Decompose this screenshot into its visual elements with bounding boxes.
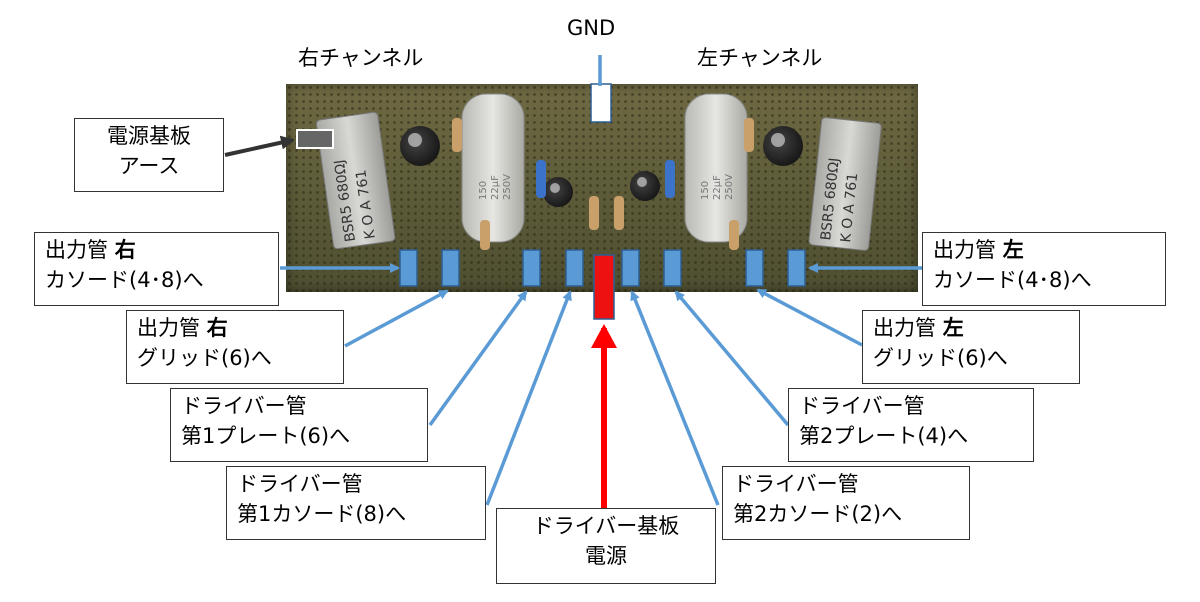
cap-right-marking-2: 22μF bbox=[712, 175, 723, 200]
out-r-cathode-line1: 出力管 右 bbox=[45, 235, 268, 265]
ground-box-line1: 電源基板 bbox=[107, 124, 191, 148]
ground-terminal bbox=[296, 129, 334, 149]
cap-left-marking-3: 250V bbox=[502, 174, 513, 200]
cement-resistor-left: BSR5 680ΩJ K O A 761 bbox=[315, 111, 396, 250]
ground-box: 電源基板 アース bbox=[74, 118, 224, 192]
drv-cathode1-line2: 第1カソード(8)へ bbox=[237, 502, 407, 526]
cement-resistor-right: BSR5 680ΩJ K O A 761 bbox=[808, 117, 882, 251]
arrow-drv-cathode1 bbox=[485, 290, 572, 506]
resistor-right-marking-2: K O A 761 bbox=[838, 172, 861, 243]
small-resistors bbox=[452, 118, 754, 250]
out-l-grid-box: 出力管 左 グリッド(6)へ bbox=[862, 310, 1080, 384]
arrow-out-r-grid bbox=[344, 289, 449, 348]
drv-cathode2-line1: ドライバー管 bbox=[733, 472, 859, 496]
out-r-grid-line1: 出力管 右 bbox=[137, 313, 333, 343]
out-l-grid-prefix: 出力管 bbox=[873, 316, 936, 340]
gnd-terminal bbox=[590, 83, 612, 123]
out-r-grid-bold: 右 bbox=[206, 316, 228, 340]
terminal-drv-cathode1 bbox=[565, 249, 584, 287]
arrow-drv-plate2 bbox=[674, 290, 790, 427]
drv-power-box: ドライバー基板 電源 bbox=[496, 508, 716, 584]
terminal-drv-cathode2 bbox=[621, 249, 640, 287]
drv-cathode2-box: ドライバー管 第2カソード(2)へ bbox=[722, 466, 970, 540]
drv-power-line2: 電源 bbox=[585, 544, 627, 568]
cap-left-marking-2: 22μF bbox=[490, 175, 501, 200]
out-r-grid-prefix: 出力管 bbox=[137, 316, 200, 340]
terminal-out-r-cathode bbox=[399, 249, 418, 287]
electrolytic-cap-1 bbox=[400, 126, 440, 166]
drv-power-line1: ドライバー基板 bbox=[532, 514, 680, 538]
arrow-out-l-grid bbox=[756, 288, 863, 347]
electrolytic-cap-2 bbox=[763, 126, 803, 166]
out-r-cathode-line2: カソード(4･8)へ bbox=[45, 268, 204, 292]
drv-plate1-box: ドライバー管 第1プレート(6)へ bbox=[170, 388, 428, 462]
drv-plate2-box: ドライバー管 第2プレート(4)へ bbox=[788, 388, 1034, 462]
drv-plate1-line1: ドライバー管 bbox=[181, 394, 307, 418]
drv-cathode2-line2: 第2カソード(2)へ bbox=[733, 502, 903, 526]
drv-plate1-line2: 第1プレート(6)へ bbox=[181, 424, 351, 448]
drv-plate2-line2: 第2プレート(4)へ bbox=[799, 424, 969, 448]
out-r-grid-box: 出力管 右 グリッド(6)へ bbox=[126, 310, 344, 384]
ground-box-line2: アース bbox=[118, 154, 180, 178]
terminal-out-l-cathode bbox=[787, 249, 806, 287]
out-l-grid-line2: グリッド(6)へ bbox=[873, 346, 1008, 370]
drv-cathode1-line1: ドライバー管 bbox=[237, 472, 363, 496]
out-l-cathode-box: 出力管 左 カソード(4･8)へ bbox=[922, 232, 1166, 306]
terminal-out-l-grid bbox=[745, 249, 764, 287]
arrow-ground bbox=[224, 135, 295, 157]
out-r-grid-line2: グリッド(6)へ bbox=[137, 346, 272, 370]
left-channel-label: 左チャンネル bbox=[697, 46, 823, 70]
terminal-drv-plate2 bbox=[663, 249, 682, 287]
terminal-drv-plate1 bbox=[522, 249, 541, 287]
arrow-drv-plate1 bbox=[428, 290, 528, 427]
board-components: BSR5 680ΩJ K O A 761 BSR5 680ΩJ K O A 76… bbox=[315, 93, 882, 251]
drv-cathode1-box: ドライバー管 第1カソード(8)へ bbox=[226, 466, 486, 540]
film-capacitor-right: 150 22μF 250V bbox=[684, 93, 748, 243]
out-r-cathode-bold: 右 bbox=[114, 238, 136, 262]
out-l-cathode-line1: 出力管 左 bbox=[933, 235, 1155, 265]
out-l-cathode-bold: 左 bbox=[1002, 238, 1024, 262]
cap-right-marking-1: 150 bbox=[700, 181, 711, 200]
film-capacitor-left: 150 22μF 250V bbox=[461, 93, 525, 243]
arrow-drv-cathode2 bbox=[630, 290, 720, 506]
out-l-cathode-prefix: 出力管 bbox=[933, 238, 996, 262]
gnd-label: GND bbox=[567, 16, 616, 40]
cap-right-marking-3: 250V bbox=[724, 174, 735, 200]
out-l-grid-bold: 左 bbox=[942, 316, 964, 340]
terminals bbox=[296, 83, 806, 320]
right-channel-label: 右チャンネル bbox=[298, 46, 424, 70]
out-l-cathode-line2: カソード(4･8)へ bbox=[933, 268, 1092, 292]
cap-left-marking-1: 150 bbox=[478, 181, 489, 200]
out-l-grid-line1: 出力管 左 bbox=[873, 313, 1069, 343]
arrows bbox=[224, 55, 922, 508]
drv-plate2-line1: ドライバー管 bbox=[799, 394, 925, 418]
terminal-drv-power bbox=[593, 254, 615, 320]
out-r-cathode-prefix: 出力管 bbox=[45, 238, 108, 262]
terminal-out-r-grid bbox=[441, 249, 460, 287]
out-r-cathode-box: 出力管 右 カソード(4･8)へ bbox=[34, 232, 279, 306]
